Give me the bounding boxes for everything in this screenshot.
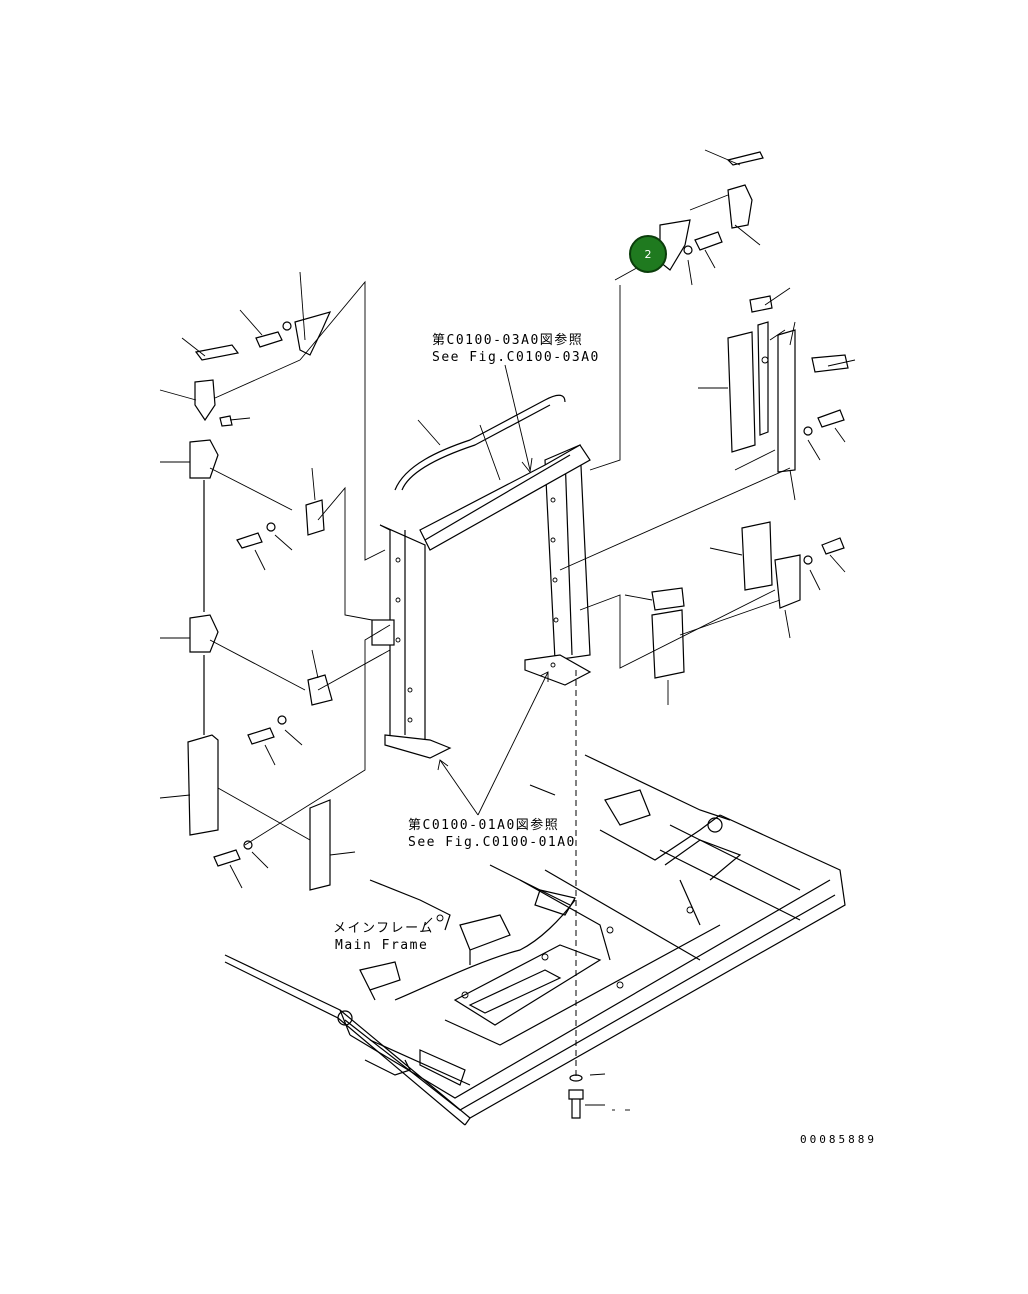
leader-lines xyxy=(159,149,856,1111)
reference-upper-en: See Fig.C0100-03A0 xyxy=(432,350,600,365)
part-callout-badge[interactable]: 2 xyxy=(629,235,667,273)
main-frame-label-en: Main Frame xyxy=(335,938,429,953)
reference-lower-jp: 第C0100-01A0図参照 xyxy=(408,818,560,833)
callout-number: 2 xyxy=(644,247,652,261)
main-frame-leader xyxy=(424,917,433,926)
drawing-number: 00085889 xyxy=(800,1133,877,1146)
reference-upper-jp: 第C0100-03A0図参照 xyxy=(432,333,584,348)
reference-lower-en: See Fig.C0100-01A0 xyxy=(408,835,576,850)
guard-frame-drawing xyxy=(307,394,592,759)
main-frame-drawing xyxy=(224,754,846,1126)
right-parts-drawing xyxy=(651,151,849,679)
center-axis xyxy=(568,670,584,1119)
main-frame-label-jp: メインフレーム xyxy=(333,921,434,936)
left-parts-drawing xyxy=(187,311,332,891)
